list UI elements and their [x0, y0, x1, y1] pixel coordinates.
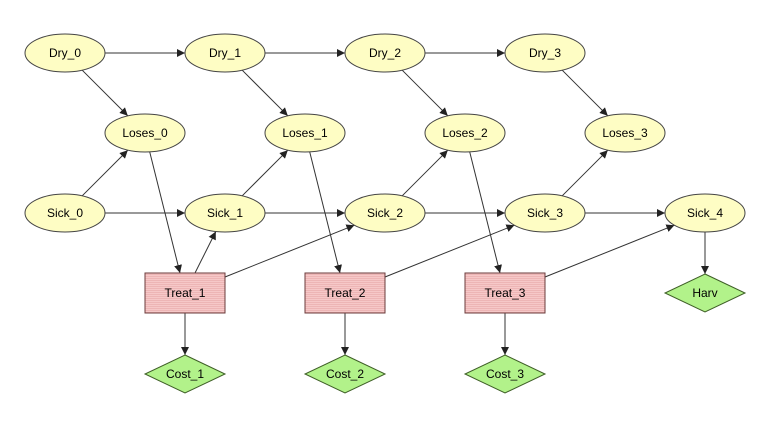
node-label: Dry_1: [209, 46, 241, 60]
decision-rect: [304, 272, 386, 314]
node-label: Loses_1: [282, 126, 328, 140]
node-label: Loses_2: [442, 126, 488, 140]
edge-layer: [81, 49, 709, 355]
edge-treat-3-to-sick-4: [544, 224, 675, 278]
decision-node-treat-3[interactable]: Treat_3: [464, 272, 546, 314]
chance-ellipse: [184, 33, 266, 73]
chance-ellipse: [24, 33, 106, 73]
chance-node-loses-2[interactable]: Loses_2: [424, 113, 506, 153]
chance-ellipse: [504, 193, 586, 233]
chance-ellipse: [184, 193, 266, 233]
node-label: Sick_2: [367, 206, 403, 220]
utility-node-cost-2[interactable]: Cost_2: [303, 354, 387, 394]
chance-ellipse: [24, 193, 106, 233]
utility-node-cost-1[interactable]: Cost_1: [143, 354, 227, 394]
utility-diamond: [143, 354, 227, 394]
chance-node-dry-0[interactable]: Dry_0: [24, 33, 106, 73]
decision-rect: [144, 272, 226, 314]
chance-ellipse: [344, 33, 426, 73]
utility-diamond: [303, 354, 387, 394]
node-label: Cost_2: [326, 367, 364, 381]
edge-dry-2-to-loses-2: [401, 69, 449, 117]
chance-node-sick-0[interactable]: Sick_0: [24, 193, 106, 233]
edge-sick-3-to-loses-3: [561, 149, 609, 197]
chance-node-dry-2[interactable]: Dry_2: [344, 33, 426, 73]
node-label: Treat_2: [325, 286, 366, 300]
utility-diamond: [463, 354, 547, 394]
chance-node-sick-1[interactable]: Sick_1: [184, 193, 266, 233]
edge-dry-0-to-loses-0: [81, 69, 129, 117]
decision-node-treat-2[interactable]: Treat_2: [304, 272, 386, 314]
edge-dry-3-to-loses-3: [561, 69, 609, 117]
edge-loses-0-to-treat-1: [149, 151, 182, 274]
node-label: Dry_0: [49, 46, 81, 60]
node-label: Cost_1: [166, 367, 204, 381]
decision-node-treat-1[interactable]: Treat_1: [144, 272, 226, 314]
node-label: Sick_3: [527, 206, 563, 220]
chance-ellipse: [104, 113, 186, 153]
chance-node-loses-0[interactable]: Loses_0: [104, 113, 186, 153]
node-label: Dry_3: [529, 46, 561, 60]
chance-node-loses-1[interactable]: Loses_1: [264, 113, 346, 153]
node-label: Sick_0: [47, 206, 83, 220]
chance-ellipse: [424, 113, 506, 153]
utility-diamond: [663, 273, 747, 313]
chance-ellipse: [584, 113, 666, 153]
edge-sick-2-to-loses-2: [401, 149, 449, 197]
node-label: Sick_1: [207, 206, 243, 220]
node-label: Treat_1: [165, 286, 206, 300]
chance-node-sick-2[interactable]: Sick_2: [344, 193, 426, 233]
chance-node-dry-1[interactable]: Dry_1: [184, 33, 266, 73]
node-label: Loses_3: [602, 126, 648, 140]
decision-rect: [464, 272, 546, 314]
chance-ellipse: [504, 33, 586, 73]
node-label: Sick_4: [687, 206, 723, 220]
edge-treat-1-to-sick-2: [224, 224, 355, 278]
node-label: Dry_2: [369, 46, 401, 60]
chance-ellipse: [344, 193, 426, 233]
node-label: Harv: [692, 286, 717, 300]
chance-node-sick-3[interactable]: Sick_3: [504, 193, 586, 233]
chance-node-sick-4[interactable]: Sick_4: [664, 193, 746, 233]
node-label: Treat_3: [485, 286, 526, 300]
node-label: Cost_3: [486, 367, 524, 381]
chance-ellipse: [264, 113, 346, 153]
edge-loses-1-to-treat-2: [309, 151, 342, 274]
chance-node-dry-3[interactable]: Dry_3: [504, 33, 586, 73]
chance-ellipse: [664, 193, 746, 233]
edge-treat-1-to-sick-1: [194, 231, 217, 274]
edge-dry-1-to-loses-1: [241, 69, 289, 117]
chance-node-loses-3[interactable]: Loses_3: [584, 113, 666, 153]
edge-sick-0-to-loses-0: [81, 149, 129, 197]
utility-node-cost-3[interactable]: Cost_3: [463, 354, 547, 394]
node-label: Loses_0: [122, 126, 168, 140]
edge-loses-2-to-treat-3: [469, 151, 502, 274]
edge-sick-1-to-loses-1: [241, 149, 289, 197]
edge-treat-2-to-sick-3: [384, 224, 515, 278]
utility-node-harv[interactable]: Harv: [663, 273, 747, 313]
